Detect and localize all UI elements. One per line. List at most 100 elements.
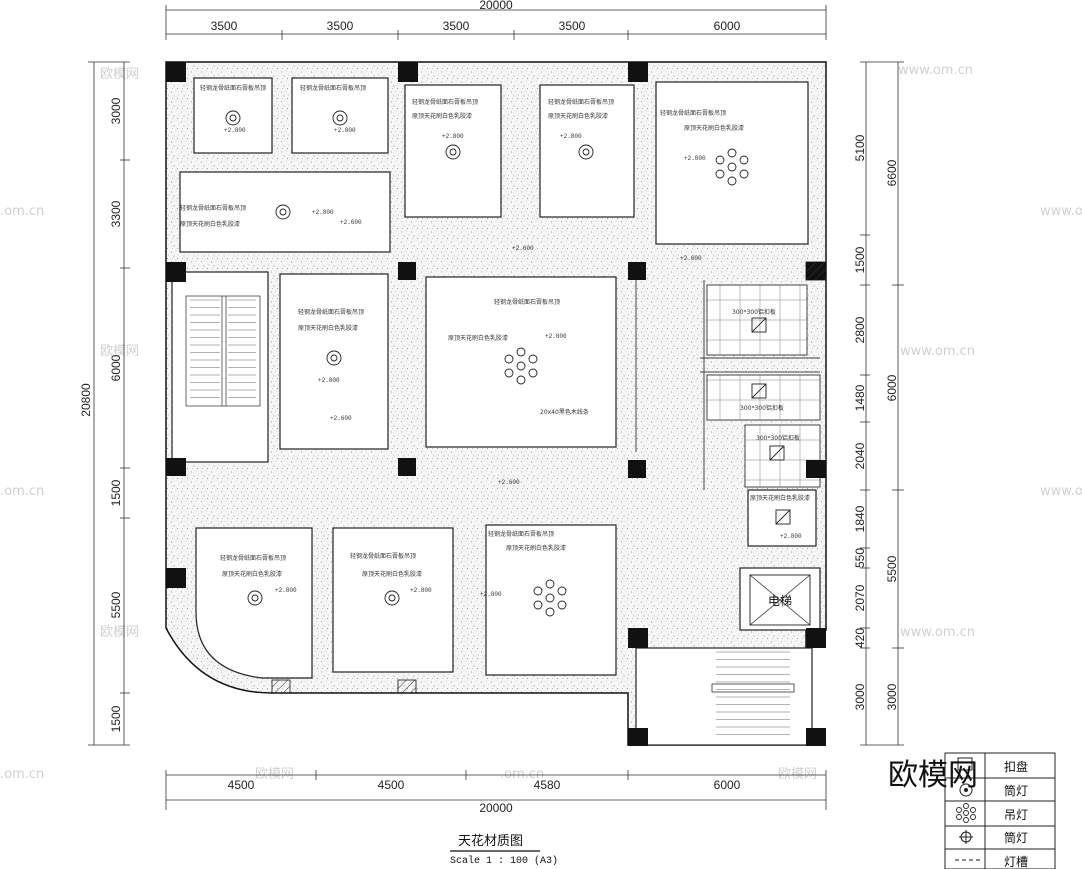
room-elevation: +2.800 (684, 155, 706, 162)
watermark-cn: .om.cn (0, 204, 44, 219)
watermark-cn: .om.cn (0, 767, 44, 782)
elevator-shaft: 电梯 (739, 567, 821, 631)
dim-left-4: 1500 (109, 479, 123, 506)
dim-bottom-1: 4500 (228, 778, 255, 792)
watermark-site: www.om.cn (1040, 484, 1082, 499)
downlight-icon (332, 110, 348, 126)
downlight-icon (326, 350, 342, 366)
room-note: 轻钢龙骨纸面石膏板吊顶 (180, 204, 246, 212)
dim-right-inner-5: 2040 (853, 442, 867, 469)
legend-label: 灯槽 (1004, 855, 1028, 869)
room-note: 轻钢龙骨纸面石膏板吊顶 (660, 109, 726, 117)
elevator-label: 电梯 (768, 594, 792, 608)
dim-left-2: 3300 (109, 200, 123, 227)
watermark-brand: 欧模网 (778, 767, 817, 782)
room-finish: 原顶天花刷白色乳胶漆 (506, 544, 566, 552)
dim-bottom-2: 4500 (378, 778, 405, 792)
tile-label: 300*300铝扣板 (756, 434, 800, 442)
stair-left (171, 271, 269, 463)
spotlight-icon (959, 830, 973, 844)
corridor-elevation: +2.600 (512, 245, 534, 252)
dim-right-inner-7: 550 (853, 548, 867, 568)
dim-right-outer-3: 5500 (885, 555, 899, 582)
dim-right-inner-2: 1500 (853, 246, 867, 273)
exhaust-fan-icon (957, 757, 973, 771)
room-note: 轻钢龙骨纸面石膏板吊顶 (548, 98, 614, 106)
dim-left-total: 20800 (79, 383, 93, 417)
room-finish: 原顶天花刷白色乳胶漆 (448, 334, 508, 342)
exhaust-fan-icon (751, 317, 767, 333)
downlight-icon (384, 590, 400, 606)
room-elevation: +2.800 (275, 587, 297, 594)
room-elevation: +2.800 (442, 133, 464, 140)
dim-top-3: 3500 (443, 19, 470, 33)
dim-top-1: 3500 (211, 19, 238, 33)
room-elevation: +2.800 (560, 133, 582, 140)
exhaust-fan-icon (769, 445, 785, 461)
watermark-site: www.om.cn (900, 625, 975, 640)
dim-bottom-4: 6000 (714, 778, 741, 792)
room-note: 轻钢龙骨纸面石膏板吊顶 (220, 554, 286, 562)
corridor-elevation: +2.600 (340, 219, 362, 226)
room-elevation: +2.800 (480, 591, 502, 598)
tile-label: 300*300铝扣板 (732, 308, 776, 316)
dim-left-1: 3000 (109, 97, 123, 124)
downlight-icon (275, 204, 291, 220)
dim-top-4: 3500 (559, 19, 586, 33)
room-finish: 原顶天花刷白色乳胶漆 (684, 124, 744, 132)
downlight-icon (247, 590, 263, 606)
room-finish: 原顶天花刷白色乳胶漆 (548, 112, 608, 120)
room-elevation: +2.800 (318, 377, 340, 384)
room-note: 轻钢龙骨纸面石膏板吊顶 (488, 530, 554, 538)
exhaust-fan-icon (775, 509, 791, 525)
tile-label: 300*300铝扣板 (740, 404, 784, 412)
light-fixtures (225, 110, 791, 617)
room-finish: 原顶天花刷白色乳胶漆 (412, 112, 472, 120)
dim-top-2: 3500 (327, 19, 354, 33)
dim-right-inner-9: 420 (853, 628, 867, 648)
room-grid (179, 77, 817, 679)
room-finish: 原顶天花刷白色乳胶漆 (362, 570, 422, 578)
watermark-brand: 欧模网 (100, 625, 139, 640)
stair-right (635, 647, 813, 746)
room-elevation: +2.800 (224, 127, 246, 134)
chandelier-icon (533, 579, 567, 617)
room-finish: 原顶天花刷白色乳胶漆 (298, 324, 358, 332)
room-note: 轻钢龙骨纸面石膏板吊顶 (298, 308, 364, 316)
downlight-icon (578, 144, 594, 160)
watermark-brand: 欧模网 (100, 67, 139, 82)
watermark-brand: 欧模网 (255, 767, 294, 782)
dim-right-inner-3: 2800 (853, 316, 867, 343)
room-note: 轻钢龙骨纸面石膏板吊顶 (300, 84, 366, 92)
legend-label: 扣盘 (1004, 759, 1028, 774)
corridor-elevation: +2.600 (680, 255, 702, 262)
room-note: 轻钢龙骨纸面石膏板吊顶 (412, 98, 478, 106)
dim-left-6: 1500 (109, 705, 123, 732)
dim-top-total: 20000 (479, 0, 513, 12)
chandelier-icon (715, 148, 749, 186)
dim-right-inner-4: 1480 (853, 384, 867, 411)
room-extra-note: 20x40黑色木线条 (540, 408, 589, 416)
room-note: 轻钢龙骨纸面石膏板吊顶 (200, 84, 266, 92)
dim-right-outer-2: 6000 (885, 374, 899, 401)
dim-right-outer-1: 6600 (885, 159, 899, 186)
room-note: 轻钢龙骨纸面石膏板吊顶 (350, 552, 416, 560)
watermark-brand: 欧模网 (100, 344, 139, 359)
legend-table: 扣盘 筒灯 吊灯 筒灯 灯槽 (944, 752, 1056, 869)
room-note: 轻钢龙骨纸面石膏板吊顶 (494, 298, 560, 306)
dim-right-outer-4: 3000 (885, 683, 899, 710)
room-elevation: +2.800 (780, 533, 802, 540)
dim-right-inner-10: 3000 (853, 683, 867, 710)
watermark-site: www.om.cn (900, 344, 975, 359)
dim-right-inner-1: 5100 (853, 134, 867, 161)
watermark-cn: .om.cn (500, 767, 544, 782)
legend-label: 吊灯 (1004, 808, 1028, 822)
room-elevation: +2.800 (312, 209, 334, 216)
chandelier-icon (956, 803, 976, 823)
watermark-site: www.om.cn (898, 63, 973, 78)
room-finish: 原顶天花刷白色乳胶漆 (180, 220, 240, 228)
dim-left-5: 5500 (109, 591, 123, 618)
watermark-cn: .om.cn (0, 484, 44, 499)
hatched-columns (271, 261, 827, 694)
